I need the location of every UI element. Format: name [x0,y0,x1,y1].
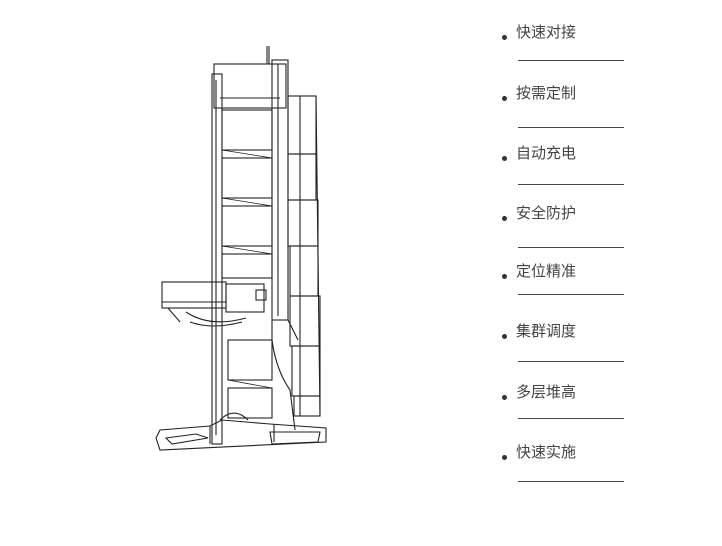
feature-label: 快速实施 [516,443,577,461]
feature-label: 按需定制 [516,84,577,102]
bullet-icon [502,156,507,161]
feature-label: 快速对接 [516,23,577,41]
storage-robot-illustration [155,46,327,451]
feature-label: 自动充电 [516,144,577,162]
feature-divider [518,418,624,419]
bullet-icon [502,216,507,221]
bullet-icon [502,35,507,40]
feature-label: 多层堆高 [516,383,577,401]
feature-divider [518,361,624,362]
feature-label: 集群调度 [516,322,577,340]
bullet-icon [502,274,507,279]
bullet-icon [502,334,507,339]
feature-list: 快速对接 按需定制 自动充电 安全防护 定位精准 集群调度 多层堆高 快速实施 [498,0,722,546]
feature-label: 定位精准 [516,262,577,280]
feature-divider [518,481,624,482]
feature-divider [518,247,624,248]
feature-divider [518,184,624,185]
feature-divider [518,60,624,61]
feature-divider [518,294,624,295]
bullet-icon [502,455,507,460]
feature-label: 安全防护 [516,204,577,222]
feature-divider [518,127,624,128]
bullet-icon [502,96,507,101]
bullet-icon [502,395,507,400]
